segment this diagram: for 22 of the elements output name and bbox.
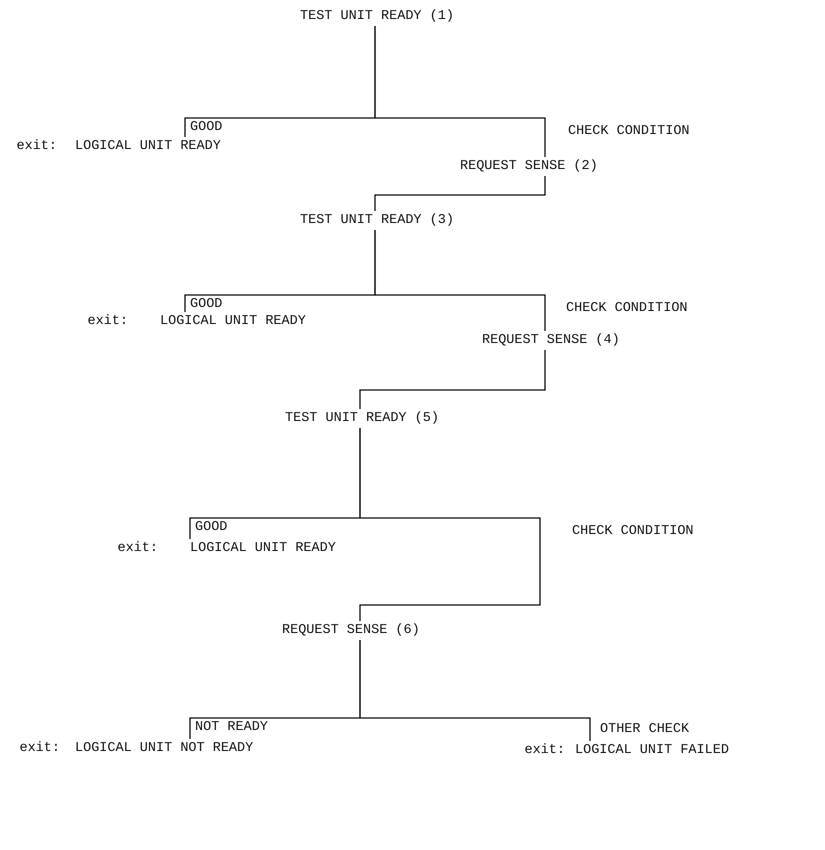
exit-label: exit: <box>87 313 128 330</box>
exit-label: exit: <box>16 138 57 155</box>
exit-label: exit: <box>524 742 565 759</box>
step-text: REQUEST SENSE (4) <box>482 332 620 349</box>
connector-line <box>374 230 546 331</box>
exit-label: exit: <box>19 740 60 757</box>
step-text: TEST UNIT READY (3) <box>300 212 454 229</box>
step-text: REQUEST SENSE (2) <box>460 158 598 175</box>
step-text: TEST UNIT READY (5) <box>285 410 439 427</box>
connector-line <box>374 26 546 157</box>
step-text: LOGICAL UNIT FAILED <box>575 742 729 759</box>
step-text: TEST UNIT READY (1) <box>300 8 454 25</box>
exit-label: exit: <box>117 540 158 557</box>
step-text: LOGICAL UNIT READY <box>75 138 221 155</box>
step-text: LOGICAL UNIT READY <box>190 540 336 557</box>
connector-line <box>359 428 541 621</box>
step-text: REQUEST SENSE (6) <box>282 622 420 639</box>
step-text: LOGICAL UNIT NOT READY <box>75 740 254 757</box>
connector-line <box>359 640 591 741</box>
connector-line <box>359 350 546 409</box>
connector-line <box>374 176 546 211</box>
step-text: LOGICAL UNIT READY <box>160 313 306 330</box>
